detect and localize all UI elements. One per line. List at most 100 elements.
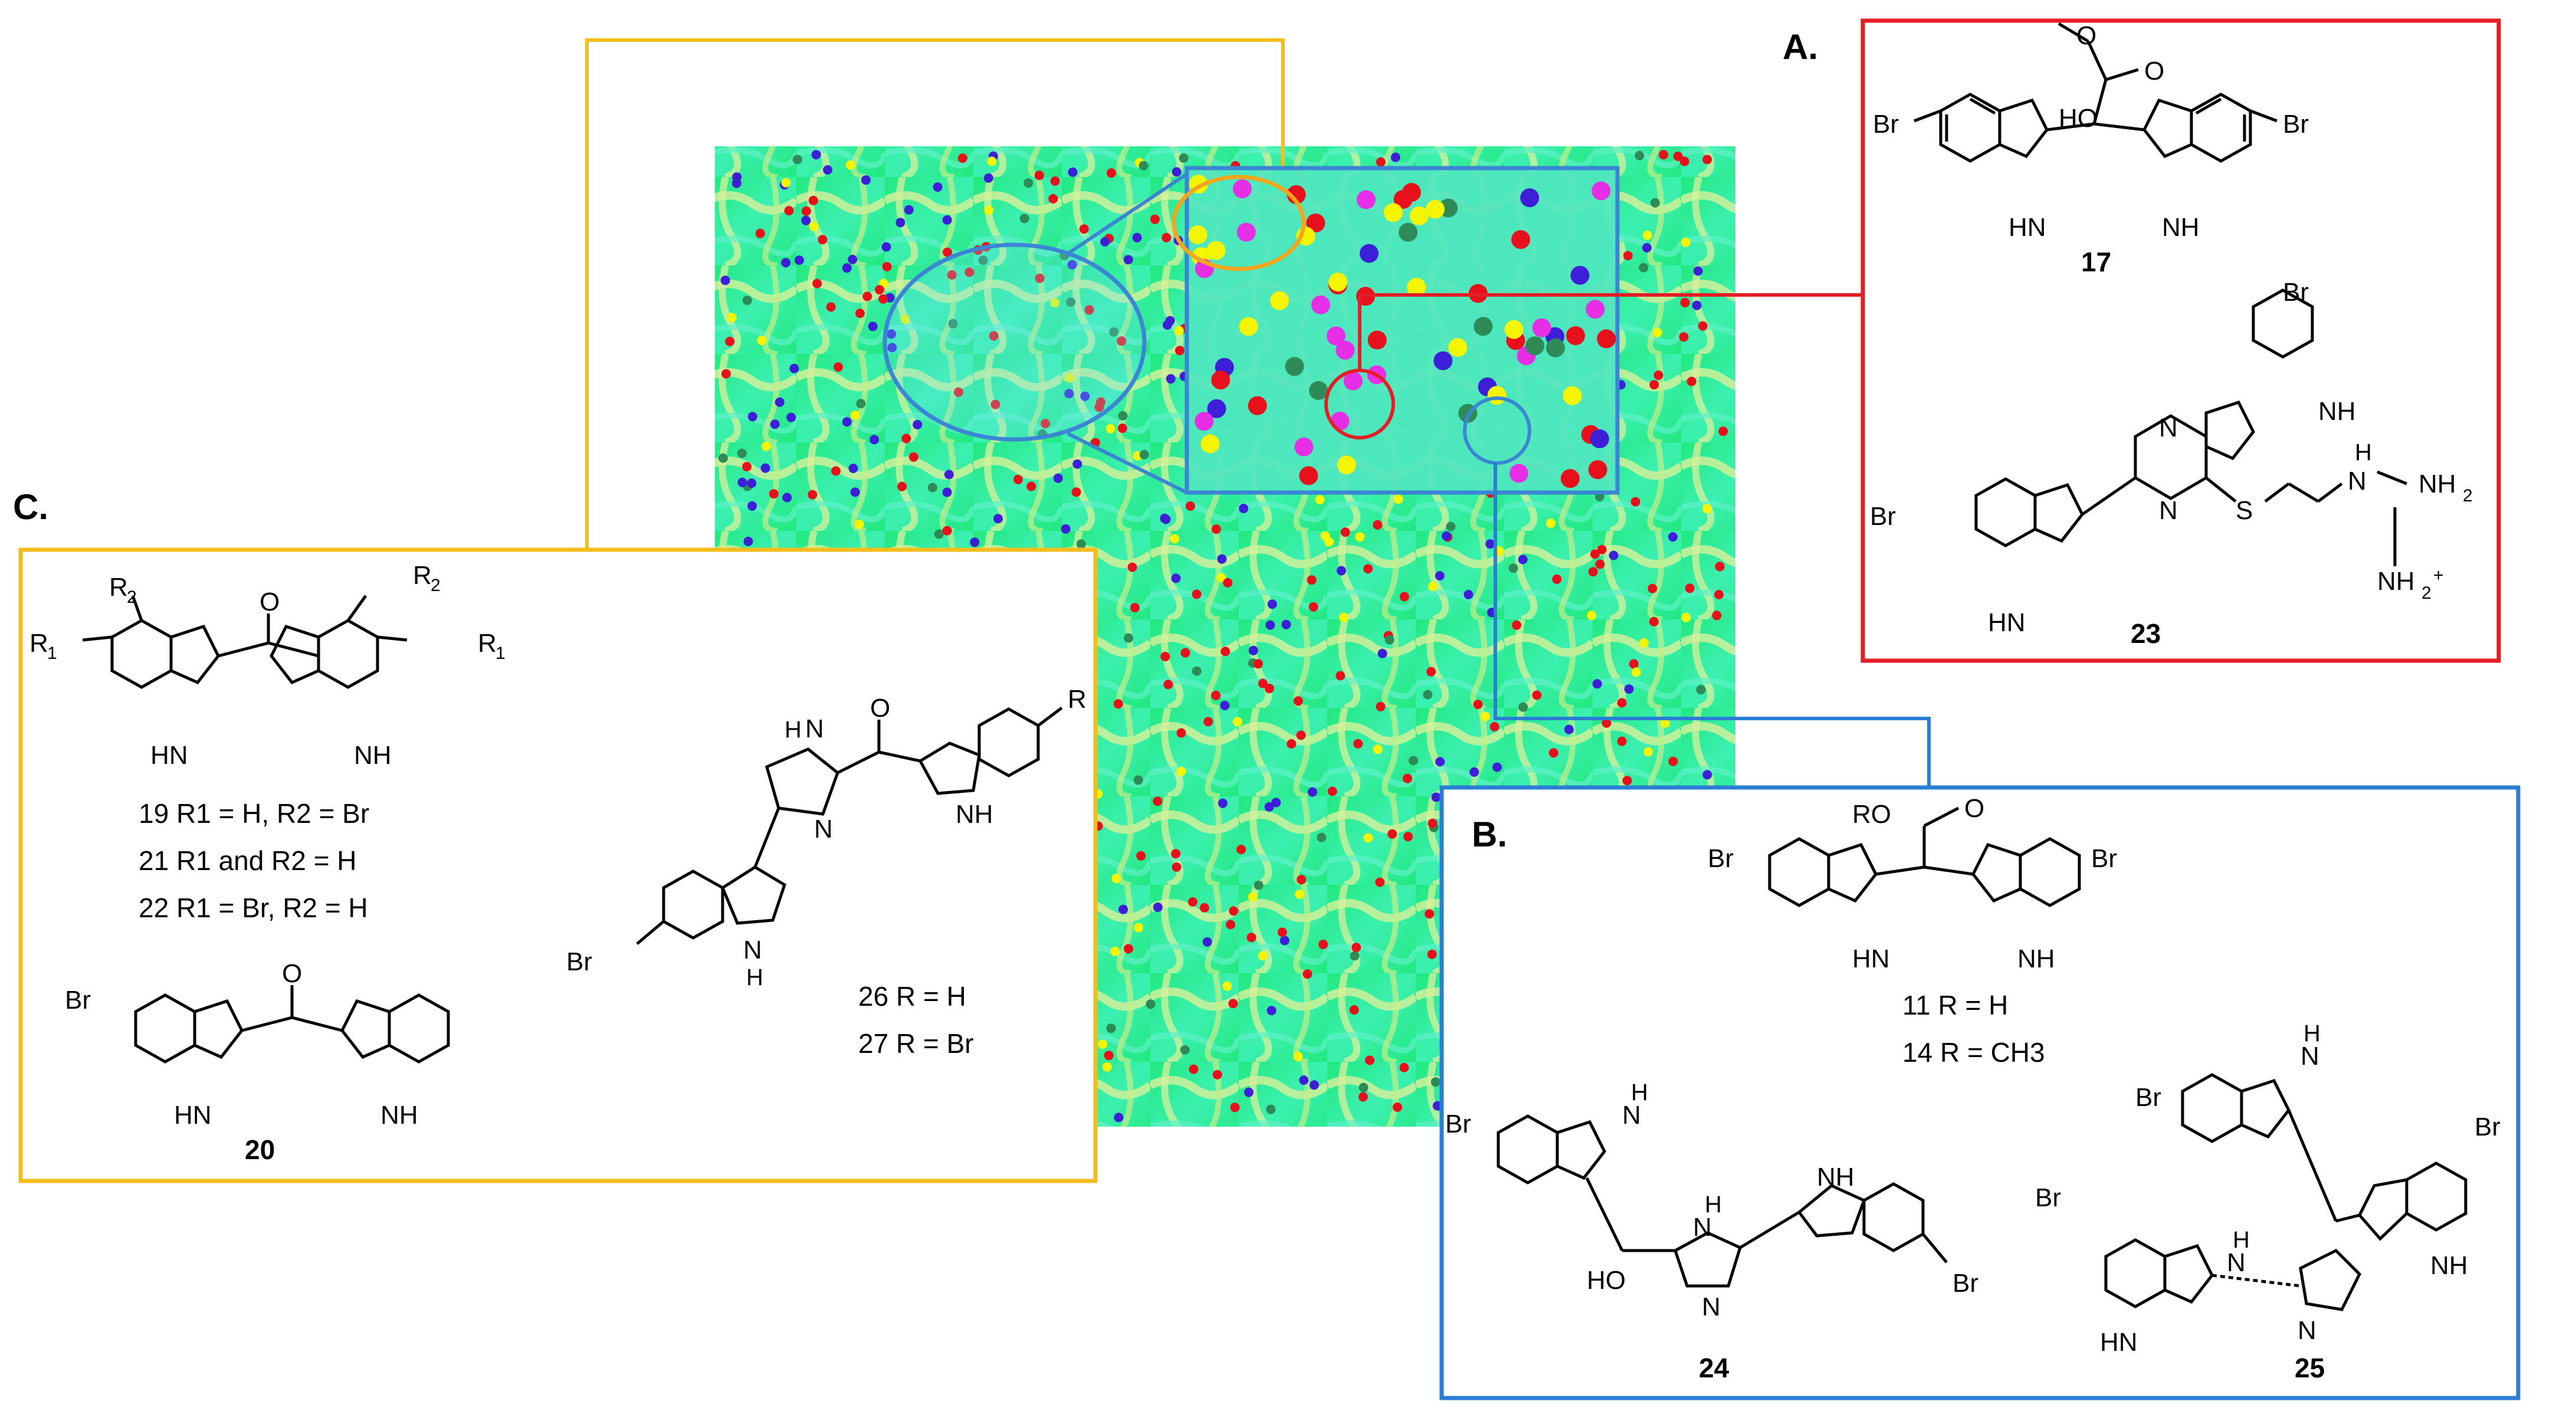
map-dot bbox=[1220, 647, 1230, 657]
map-dot bbox=[1588, 567, 1598, 577]
map-dot bbox=[1264, 802, 1274, 812]
map-dot bbox=[833, 362, 843, 372]
map-dot bbox=[1258, 678, 1268, 688]
map-dot bbox=[862, 291, 872, 301]
map-dot bbox=[1138, 160, 1148, 170]
atom-label: H bbox=[785, 717, 802, 743]
map-dot bbox=[781, 258, 791, 268]
structure-11-14 bbox=[1768, 806, 2081, 907]
map-dot bbox=[1363, 564, 1373, 574]
map-dot bbox=[1592, 679, 1602, 689]
atom-label: HN bbox=[2009, 213, 2046, 242]
map-dot bbox=[978, 255, 988, 265]
atom-label: O bbox=[2076, 21, 2096, 50]
structure-24 bbox=[1497, 1114, 1948, 1288]
map-dot bbox=[1518, 554, 1528, 565]
panel-c: C. O R 2 R 1 R 2 R 1 HN NH 19 R1 = H, R2… bbox=[13, 487, 1098, 1183]
inset-dot bbox=[1337, 455, 1356, 475]
inset-dot bbox=[1195, 412, 1214, 431]
map-dot bbox=[1340, 527, 1350, 537]
atom-label: N bbox=[805, 714, 824, 743]
map-dot bbox=[1189, 1064, 1199, 1074]
map-dot bbox=[720, 275, 730, 286]
atom-label: HN bbox=[174, 1101, 212, 1130]
atom-label: Br bbox=[2091, 844, 2117, 873]
atom-label: N bbox=[814, 815, 833, 844]
map-dot bbox=[908, 452, 918, 462]
atom-label: HO bbox=[1587, 1266, 1626, 1295]
map-dot bbox=[1271, 798, 1281, 808]
map-dot bbox=[1318, 940, 1328, 949]
map-dot bbox=[1296, 730, 1306, 740]
atom-label: Br bbox=[2475, 1113, 2500, 1141]
map-dot bbox=[1648, 583, 1658, 593]
atom-label: O bbox=[1964, 794, 1984, 823]
atom-label: N bbox=[2227, 1248, 2246, 1277]
map-dot bbox=[1171, 862, 1182, 872]
atom-label: R bbox=[413, 561, 432, 590]
map-dot bbox=[1693, 266, 1703, 276]
inset-dot bbox=[1270, 291, 1289, 310]
atom-label: N bbox=[2301, 1042, 2319, 1071]
map-dot bbox=[1587, 611, 1597, 621]
map-dot bbox=[1435, 757, 1445, 767]
map-dot bbox=[1180, 1045, 1190, 1055]
atom-label: 1 bbox=[495, 644, 506, 663]
map-dot bbox=[1109, 327, 1119, 337]
panel-b-label: B. bbox=[1472, 815, 1507, 854]
map-dot bbox=[1307, 787, 1317, 797]
connector-b bbox=[1494, 463, 1931, 787]
map-dot bbox=[1351, 943, 1361, 953]
inset-dot bbox=[1200, 434, 1220, 454]
map-dot bbox=[1281, 619, 1291, 629]
map-dot bbox=[1106, 1023, 1116, 1033]
map-dot bbox=[1426, 667, 1436, 677]
map-dot bbox=[887, 343, 897, 353]
map-dot bbox=[1668, 532, 1678, 542]
inset-dot bbox=[1188, 225, 1207, 244]
map-dot bbox=[1211, 524, 1221, 534]
map-dot bbox=[1253, 880, 1264, 890]
map-dot bbox=[855, 309, 865, 319]
map-dot bbox=[1123, 255, 1133, 265]
map-dot bbox=[1373, 520, 1383, 530]
atom-label: N bbox=[743, 936, 762, 964]
map-dot bbox=[1130, 603, 1140, 613]
inset-dot bbox=[1588, 460, 1607, 480]
map-dot bbox=[1239, 504, 1249, 513]
map-dot bbox=[856, 399, 866, 409]
inset-dot bbox=[1239, 317, 1258, 336]
map-dot bbox=[1442, 531, 1452, 541]
map-dot bbox=[1114, 1113, 1124, 1123]
atom-label: NH bbox=[380, 1101, 418, 1130]
map-dot bbox=[1518, 702, 1528, 712]
map-dot bbox=[1117, 336, 1127, 346]
map-dot bbox=[1246, 933, 1256, 943]
map-dot bbox=[826, 302, 836, 312]
map-dot bbox=[1377, 648, 1387, 658]
map-dot bbox=[1597, 544, 1607, 554]
map-dot bbox=[1485, 539, 1495, 549]
map-dot bbox=[1034, 170, 1044, 181]
map-dot bbox=[784, 206, 794, 216]
map-dot bbox=[928, 483, 937, 493]
map-dot bbox=[1681, 237, 1691, 247]
map-dot bbox=[747, 478, 757, 488]
map-dot bbox=[957, 153, 967, 163]
map-dot bbox=[1146, 999, 1156, 1009]
panel-b-frame bbox=[1439, 785, 2521, 1400]
map-dot bbox=[1230, 1102, 1240, 1113]
map-dot bbox=[1068, 167, 1078, 177]
map-dot bbox=[1171, 849, 1181, 859]
inset-dot bbox=[1525, 336, 1545, 356]
inset-dot bbox=[1211, 370, 1230, 390]
map-dot bbox=[1076, 539, 1086, 549]
map-dot bbox=[1546, 519, 1556, 528]
map-dot bbox=[913, 419, 923, 429]
map-dot bbox=[1233, 717, 1242, 727]
atom-label: HN bbox=[1852, 944, 1890, 973]
map-dot bbox=[1712, 611, 1722, 621]
map-dot bbox=[1258, 951, 1268, 961]
atom-label: NH bbox=[2419, 470, 2456, 498]
map-dot bbox=[1363, 833, 1373, 843]
